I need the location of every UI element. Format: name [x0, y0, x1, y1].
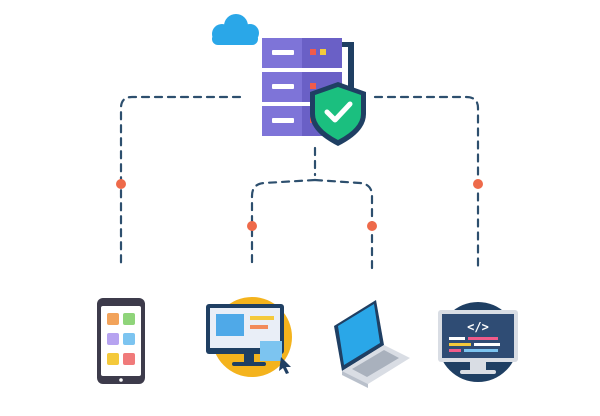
connector-center-right	[313, 178, 374, 270]
desktop-design-icon	[206, 297, 292, 377]
node-dot-monitor	[247, 221, 257, 231]
connectors	[119, 95, 480, 270]
server-unit-1	[262, 38, 342, 68]
cloud-icon	[212, 14, 259, 45]
node-dot-laptop	[367, 221, 377, 231]
connector-left	[119, 95, 242, 270]
laptop-icon	[334, 300, 410, 388]
node-dot-phone	[116, 179, 126, 189]
connector-right	[373, 95, 480, 270]
node-dots	[116, 179, 483, 231]
connector-center-left	[250, 178, 317, 270]
smartphone-icon	[97, 298, 145, 384]
code-glyph: </>	[467, 320, 489, 334]
code-monitor-icon: </>	[438, 302, 518, 382]
node-dot-code	[473, 179, 483, 189]
shield-check-icon	[310, 82, 366, 146]
